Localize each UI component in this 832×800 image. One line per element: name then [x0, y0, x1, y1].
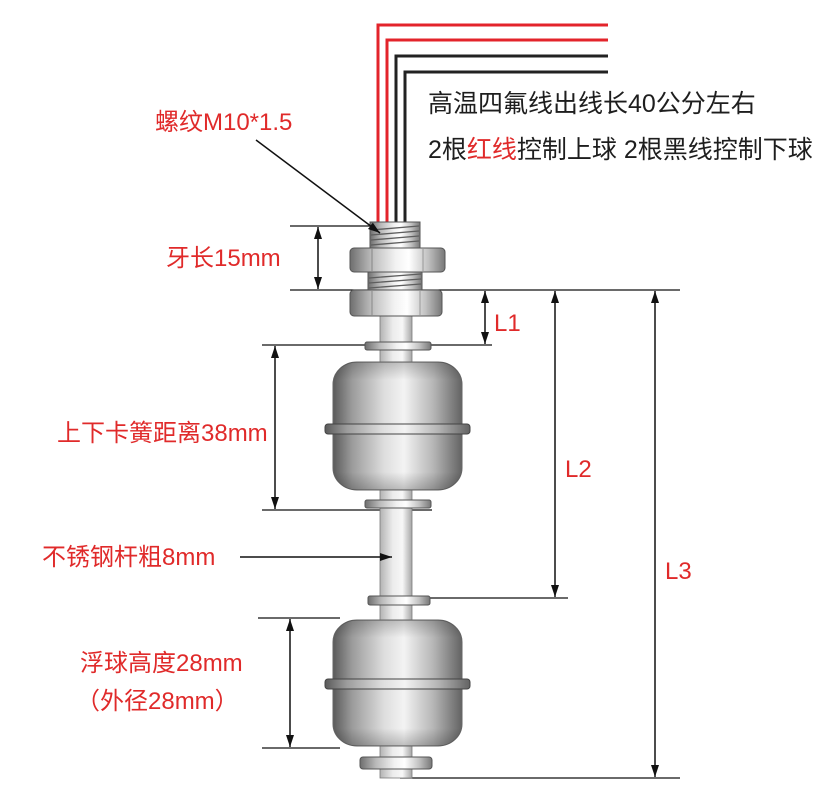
label-float-diameter: （外径28mm） [76, 688, 239, 715]
threaded-stud-middle [367, 271, 423, 291]
bottom-washer [359, 756, 433, 770]
label-L3: L3 [665, 558, 692, 585]
leader-thread-arrow [255, 139, 381, 234]
clip-middle [364, 499, 432, 509]
hex-nut-upper [349, 247, 446, 273]
label-thread-length: 牙长15mm [166, 245, 281, 272]
upper-float [324, 361, 471, 491]
label-L1: L1 [494, 310, 521, 337]
wire-red-1 [376, 23, 608, 224]
clip-lower [367, 595, 431, 606]
clip-upper [364, 341, 432, 351]
dimension-lines [271, 227, 659, 777]
extension-lines [258, 225, 680, 779]
lead-wires [376, 23, 608, 224]
hex-nut-lower [349, 289, 443, 317]
wire-note-line1: 高温四氟线出线长40公分左右 [428, 90, 756, 118]
wire-black-2 [403, 70, 608, 224]
label-clip-distance: 上下卡簧距离38mm [57, 420, 268, 447]
wire-note-line2-red: 红线 [467, 136, 517, 164]
label-float-height: 浮球高度28mm [80, 650, 243, 677]
label-rod-diameter: 不锈钢杆粗8mm [42, 544, 215, 571]
label-L2: L2 [565, 456, 592, 483]
wire-note-line2-suffix: 控制上球 2根黑线控制下球 [517, 136, 813, 164]
wire-note-line2-prefix: 2根 [428, 136, 467, 164]
threaded-stud [369, 221, 421, 250]
wire-red-2 [385, 38, 608, 224]
leader-arrows [240, 139, 392, 561]
upper-float-seam [324, 423, 471, 435]
float-switch-body [324, 221, 471, 779]
wire-black-1 [394, 54, 608, 224]
lower-float [324, 619, 471, 747]
label-thread: 螺纹M10*1.5 [155, 109, 292, 136]
lower-float-seam [324, 678, 471, 690]
wire-note-line2: 2根红线控制上球 2根黑线控制下球 [428, 136, 813, 164]
